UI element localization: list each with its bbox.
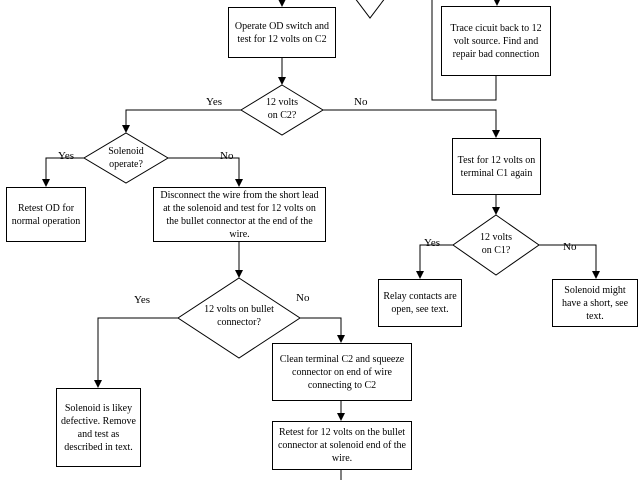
label-yes-bullet: Yes <box>134 294 151 306</box>
label-yes-solenoid: Yes <box>58 150 75 162</box>
label-yes-c2: Yes <box>206 96 223 108</box>
connector-solenoid-yes <box>42 157 84 187</box>
box-solenoid-defective: Solenoid is likey defective. Remove and … <box>56 388 141 467</box>
decision-volts-bullet-text: 12 volts on bullet connector? <box>204 304 274 328</box>
connector-solenoid-no <box>168 157 243 187</box>
connector-c1-yes <box>416 244 453 279</box>
box-clean-c2: Clean terminal C2 and squeeze connector … <box>272 343 412 401</box>
connector-bullet-no <box>300 317 345 343</box>
decision-top-partial <box>355 0 385 19</box>
box-relay-open: Relay contacts are open, see text. <box>378 279 462 327</box>
connector-c2-yes <box>122 109 241 133</box>
label-no-c2: No <box>354 96 368 108</box>
box-retest-bullet: Retest for 12 volts on the bullet connec… <box>272 421 412 470</box>
label-no-c1: No <box>563 241 577 253</box>
decision-volts-c1-text: 12 volts on C1? <box>480 232 512 256</box>
box-retest-od: Retest OD for normal operation <box>6 187 86 242</box>
decision-volts-c2 <box>240 84 324 136</box>
connector-bullet-yes <box>94 317 178 388</box>
connector-trace-loop <box>431 0 497 101</box>
decision-volts-c1 <box>452 214 540 276</box>
decision-solenoid-operate <box>83 132 169 184</box>
decision-volts-c2-text: 12 volts on C2? <box>266 97 298 121</box>
box-operate-od: Operate OD switch and test for 12 volts … <box>228 7 336 58</box>
box-test-c1-again: Test for 12 volts on terminal C1 again <box>452 138 541 195</box>
decision-solenoid-operate-text: Solenoid operate? <box>108 146 144 170</box>
box-solenoid-short: Solenoid might have a short, see text. <box>552 279 638 327</box>
connector-c2-no <box>323 109 500 138</box>
decision-volts-bullet <box>177 277 301 359</box>
label-no-bullet: No <box>296 292 310 304</box>
label-yes-c1: Yes <box>424 237 441 249</box>
label-no-solenoid: No <box>220 150 234 162</box>
connector-c1-no <box>539 244 600 279</box>
box-disconnect-wire: Disconnect the wire from the short lead … <box>153 187 326 242</box>
box-trace-circuit: Trace cicuit back to 12 volt source. Fin… <box>441 6 551 76</box>
